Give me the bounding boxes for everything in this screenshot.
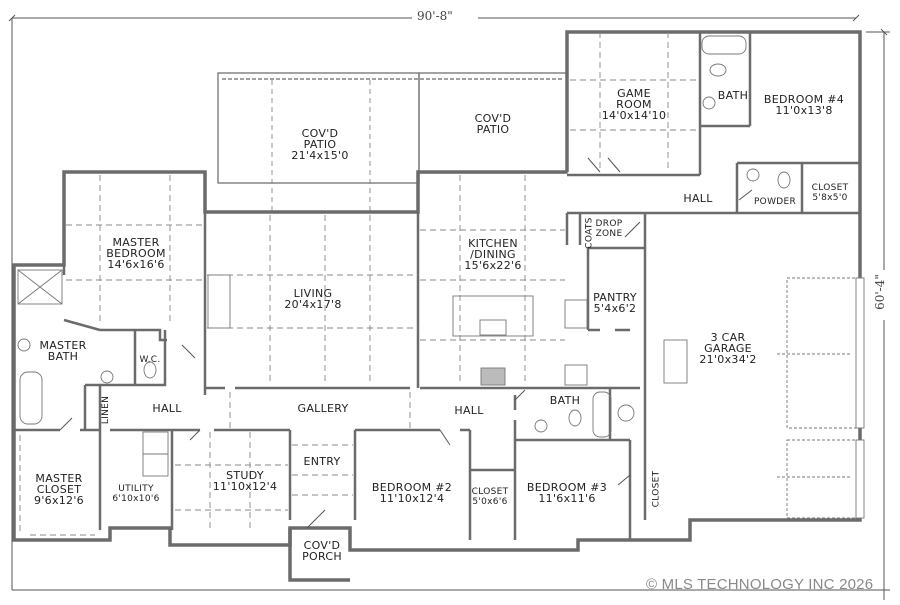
room-bath-upper: BATH	[717, 89, 749, 102]
room-coats: COATS	[584, 217, 595, 249]
dimension-lines	[8, 14, 890, 600]
room-bath-lower: BATH	[549, 394, 581, 407]
exterior-walls	[12, 30, 862, 582]
door-swings	[59, 157, 753, 529]
room-linen: LINEN	[101, 395, 112, 425]
room-hall-mid: HALL	[454, 404, 484, 417]
width-dimension: 90'-8"	[417, 9, 453, 23]
interior-walls	[12, 32, 860, 540]
ceiling-lines	[19, 32, 698, 536]
room-wc: W.C.	[139, 355, 161, 365]
room-powder: POWDER	[753, 197, 797, 207]
room-hall-left: HALL	[152, 402, 182, 415]
room-hall-upper: HALL	[683, 192, 713, 205]
room-gallery: GALLERY	[297, 402, 349, 415]
depth-dimension: 60'-4"	[872, 274, 887, 310]
copyright-watermark: © MLS TECHNOLOGY INC 2026	[646, 576, 874, 593]
room-entry: ENTRY	[303, 455, 341, 468]
room-closet-bed3: CLOSET	[651, 470, 662, 508]
